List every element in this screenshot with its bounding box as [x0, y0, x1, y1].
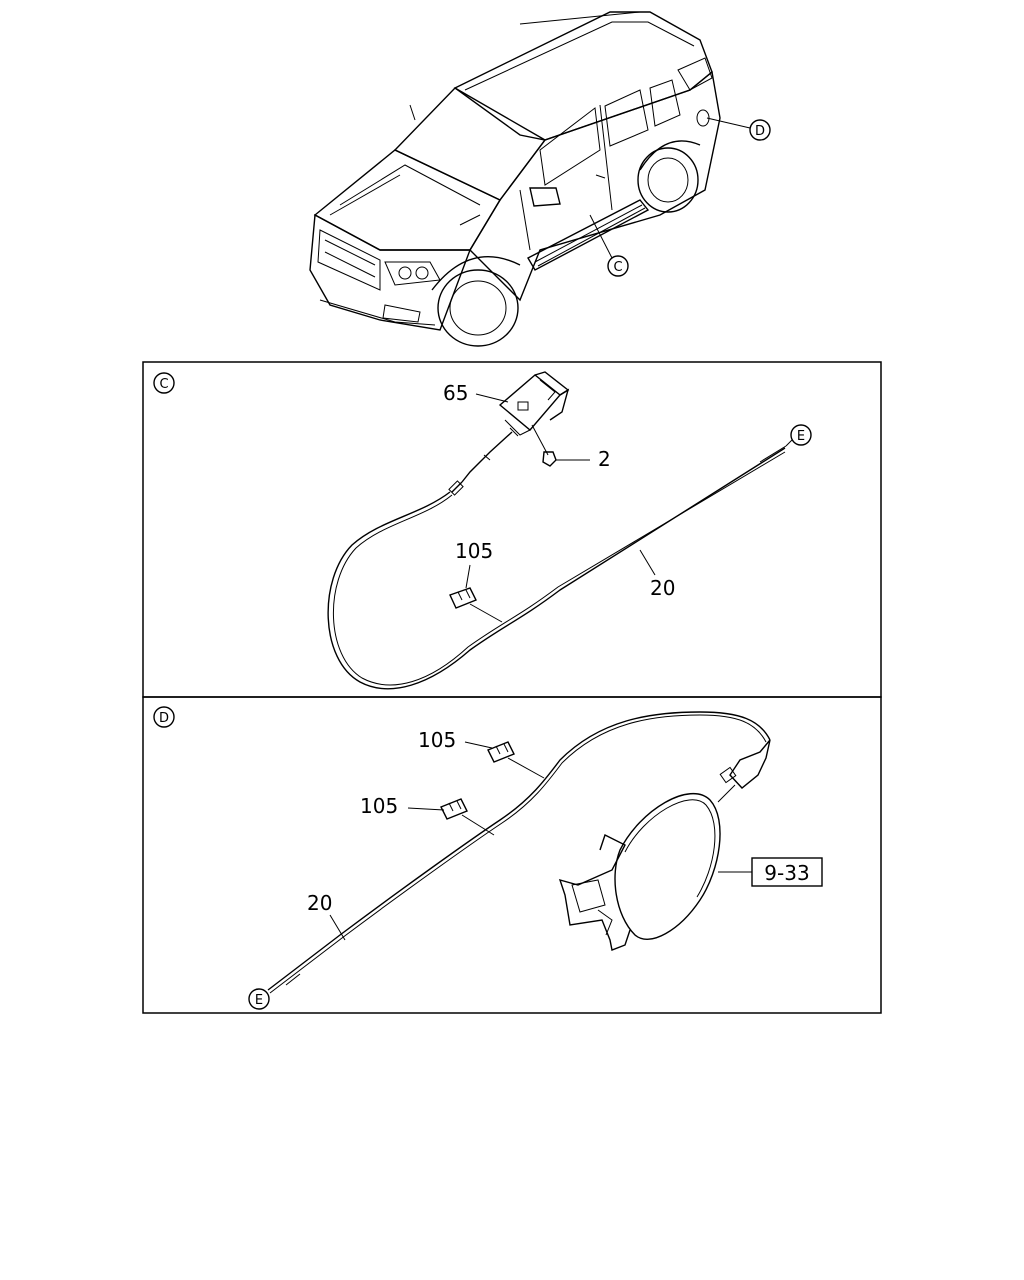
- panel-d-frame: [142, 696, 882, 1014]
- label-65: 65: [443, 381, 468, 405]
- panel-c-frame: [142, 361, 882, 698]
- panel-c-end-leader: [785, 439, 793, 447]
- label-105-leader-c: [465, 564, 471, 589]
- label-20-c: 20: [650, 576, 675, 600]
- ref-box: [751, 857, 823, 887]
- vehicle-callout-d: D: [706, 117, 771, 141]
- clip-105-lower: [440, 798, 495, 836]
- panel-c-end-circle: [790, 424, 812, 446]
- cable-20-d: [267, 711, 771, 994]
- vehicle-callout-c: C: [589, 214, 629, 277]
- panel-d: D 9-33 105: [142, 696, 882, 1014]
- label-20-d: 20: [307, 891, 332, 915]
- label-105-c: 105: [455, 539, 493, 563]
- ref-box-label: 9-33: [764, 861, 809, 885]
- label-105-lower: 105: [360, 794, 398, 818]
- label-105-upper-leader: [464, 741, 493, 749]
- label-105-upper: 105: [418, 728, 456, 752]
- label-20-leader-d: [329, 914, 346, 941]
- panel-d-tag-circle: [153, 706, 175, 728]
- panel-c: C 65 2: [142, 361, 882, 698]
- panel-c-tag: C: [159, 377, 168, 392]
- fuel-lid: [558, 793, 721, 951]
- svg-text:D: D: [755, 124, 765, 139]
- clip-105-upper: [487, 741, 545, 779]
- panel-d-end-circle: [248, 988, 270, 1010]
- clip-105: [449, 587, 503, 623]
- panel-d-tag: D: [159, 711, 169, 726]
- svg-text:C: C: [613, 260, 622, 275]
- panel-c-end-tag: E: [797, 429, 805, 444]
- label-20-leader-c: [639, 549, 656, 576]
- label-105-lower-leader: [407, 807, 445, 811]
- vehicle-illustration: [309, 11, 721, 347]
- bolt: [531, 424, 557, 467]
- panel-d-end-tag: E: [255, 993, 263, 1008]
- label-65-leader: [475, 393, 509, 403]
- cable-20: [327, 431, 787, 690]
- panel-c-tag-circle: [153, 372, 175, 394]
- label-2: 2: [598, 447, 611, 471]
- opener-lever: [498, 371, 570, 437]
